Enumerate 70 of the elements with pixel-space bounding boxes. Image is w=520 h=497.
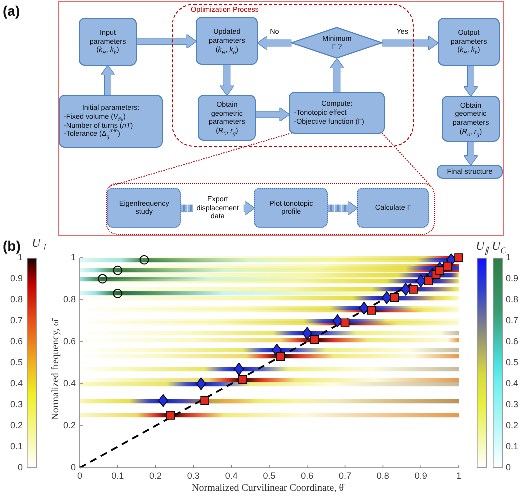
axis-title: Normalized frequency, ω̄ — [50, 320, 62, 420]
tick-label: 1 — [70, 254, 76, 262]
process-box — [289, 92, 386, 134]
colorbar-tick-label: 0 — [506, 464, 512, 472]
process-box — [254, 188, 328, 228]
decision-diamond — [291, 27, 384, 60]
colorbar-tick-label: 0.1 — [10, 442, 23, 452]
colorbar-tick-label: 1 — [18, 254, 23, 262]
colorbar-tick-label: 0.3 — [506, 400, 519, 410]
colorbar-tick-label: 0.5 — [10, 358, 23, 368]
block-arrow — [258, 36, 292, 50]
colorbar-tick-label: 0.2 — [10, 422, 23, 430]
colorbar-tick-label: 0.1 — [506, 442, 519, 452]
colorbar-tick-label: 1 — [506, 254, 512, 262]
tick-label: 0.8 — [63, 296, 76, 304]
process-box — [79, 18, 137, 66]
process-box — [442, 96, 500, 142]
colorbar-tick-label: 0.3 — [10, 400, 23, 410]
tick-label: 0.1 — [112, 472, 124, 481]
colorbar-tick-label: 0.4 — [506, 380, 519, 388]
colorbar-tick-label: 0.9 — [506, 274, 519, 284]
colorbar-tick-label: 0.7 — [506, 316, 519, 326]
colorbar-tick-label: 0.6 — [506, 338, 519, 346]
tick-label: 0.3 — [187, 472, 200, 481]
tick-label: 0.4 — [63, 380, 76, 388]
tick-label: 0.4 — [225, 472, 238, 481]
colorbar-tick-label: 0.5 — [506, 358, 519, 368]
tick-label: 0 — [70, 464, 76, 472]
block-arrow — [464, 142, 478, 165]
process-box — [59, 95, 163, 148]
panel-label: (b) — [3, 238, 21, 254]
colorbar-tick-label: 0.8 — [10, 296, 23, 304]
block-arrow — [383, 36, 438, 50]
process-box — [196, 17, 258, 66]
colorbar-tick-label: 0.7 — [10, 316, 23, 326]
process-box — [198, 95, 256, 142]
block-arrow — [328, 202, 358, 215]
callout-line — [382, 132, 432, 188]
tick-label: 0.2 — [63, 422, 76, 430]
block-arrow — [464, 66, 478, 96]
dashed-region — [172, 4, 414, 147]
tick-label: 0.9 — [414, 472, 428, 481]
block-arrow — [137, 35, 196, 48]
tick-label: 0.2 — [150, 472, 162, 481]
colorbar-tick-label: 0.8 — [506, 296, 519, 304]
tick-label: 0.7 — [339, 472, 352, 481]
axis-title: Normalized Curvilinear Coordinate, θ̄ — [192, 483, 344, 494]
colorbar-tick-label: 0.6 — [10, 338, 23, 346]
callout-line — [109, 132, 293, 188]
tick-label: 0.5 — [263, 472, 276, 481]
process-box — [438, 18, 500, 66]
block-arrow — [330, 59, 344, 92]
process-box — [357, 188, 430, 228]
block-arrow — [102, 66, 114, 95]
tick-label: 0.6 — [301, 472, 314, 481]
tick-label: 0.6 — [63, 338, 76, 346]
colorbar-title: U$_{⊥}$ — [32, 237, 49, 249]
tick-label: 1 — [456, 472, 462, 481]
block-arrow — [256, 108, 290, 122]
process-box — [107, 188, 182, 228]
tick-label: 0 — [78, 472, 82, 481]
colorbar-title: U$_{C}$ — [492, 240, 506, 252]
tick-label: 0.8 — [376, 472, 390, 481]
colorbar-tick-label: 0.4 — [10, 380, 23, 388]
colorbar-tick-label: 0.2 — [506, 422, 519, 430]
colorbar-tick-label: 0.9 — [10, 274, 23, 284]
panel-label: (a) — [3, 3, 20, 19]
block-arrow — [220, 65, 234, 96]
process-box — [437, 165, 503, 179]
colorbar-tick-label: 0 — [18, 464, 23, 472]
